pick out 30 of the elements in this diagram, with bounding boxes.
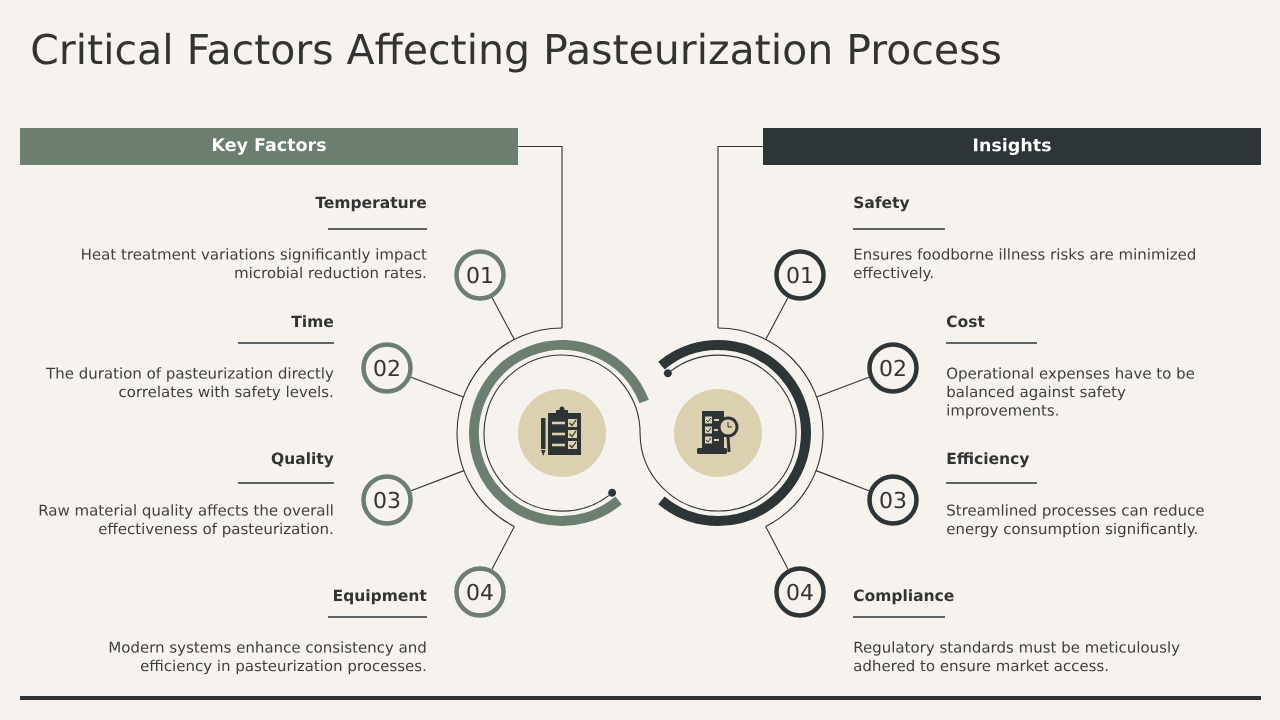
factor-description: Modern systems enhance consistency and efficiency in pasteurization processes.: [109, 641, 426, 675]
spoke-line: [815, 470, 870, 492]
header-band: Insights: [763, 128, 1261, 165]
factor-description: The duration of pasteurization directly correlates with safety levels.: [46, 367, 334, 401]
factor-heading: Compliance: [853, 589, 954, 605]
spoke-line: [816, 376, 870, 398]
elbow-connector: [717, 145, 764, 329]
factor-description: Operational expenses have to be balanced against safety improvements.: [947, 367, 1195, 419]
spoke-line: [765, 526, 789, 570]
factor-heading: Quality: [271, 452, 334, 468]
spoke-line: [410, 376, 464, 398]
spoke-line: [410, 470, 465, 492]
spoke-line: [491, 297, 515, 340]
factor-heading: Equipment: [334, 589, 427, 605]
factor-description: Heat treatment variations significantly impact microbial reduction rates.: [82, 248, 427, 279]
factor-description: Ensures foodborne illness risks are minimized effectively.: [854, 248, 1195, 282]
factor-heading: Time: [291, 315, 334, 328]
factor-description: Raw material quality affects the overall effectiveness of pasteurization.: [39, 504, 333, 538]
factor-description: Regulatory standards must be meticulously adhered to ensure market access.: [854, 641, 1180, 672]
spoke-line: [491, 526, 515, 570]
factor-heading: Safety: [854, 196, 910, 212]
title: Critical Factors Affecting Pasteurization Process: [32, 32, 1000, 73]
header-band: Key Factors: [20, 128, 518, 165]
elbow-connector: [517, 145, 563, 329]
factor-heading: Temperature: [315, 196, 427, 212]
spoke-line: [765, 297, 789, 340]
factor-heading: Efficiency: [947, 452, 1030, 468]
factor-heading: Cost: [946, 315, 985, 328]
curved-line: [483, 354, 797, 512]
factor-description: Streamlined processes can reduce energy consumption significantly.: [947, 504, 1204, 538]
